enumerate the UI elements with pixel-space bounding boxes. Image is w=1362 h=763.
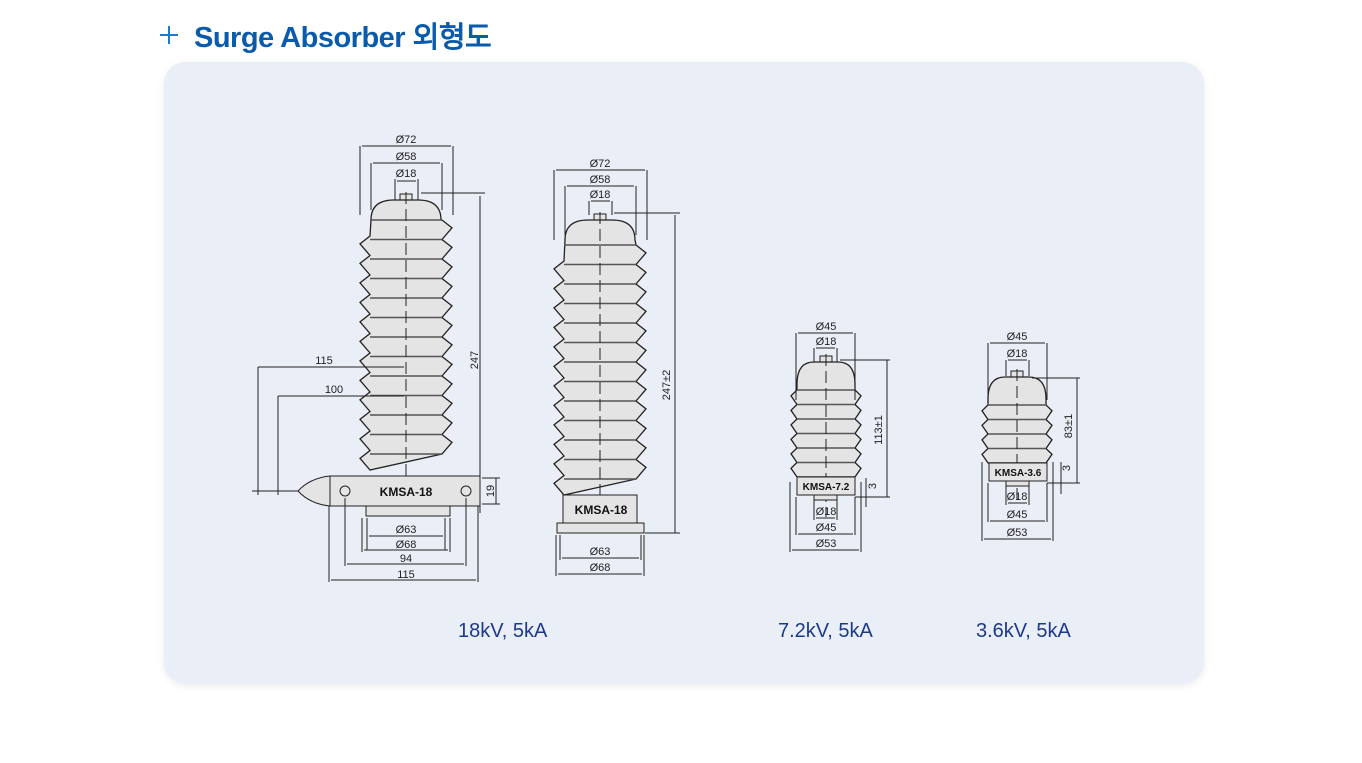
dim-bot-1: Ø18 xyxy=(816,506,837,518)
drawing-kmsa18-base: Ø72 Ø58 Ø18 247±2 KMSA-18 Ø63 Ø68 xyxy=(553,158,680,576)
dim-base-h: 3 xyxy=(867,483,879,489)
insulator-body xyxy=(359,192,453,510)
model-label: KMSA-7.2 xyxy=(803,482,850,493)
dim-bot-1: Ø63 xyxy=(396,524,417,536)
dim-base-h: 3 xyxy=(1061,465,1073,471)
page-title: Surge Absorber 외형도 xyxy=(194,22,492,54)
dim-height: 247±2 xyxy=(661,370,673,401)
dim-bot-4: 115 xyxy=(397,569,415,581)
dim-bot-2: Ø45 xyxy=(1007,509,1028,521)
dim-bot-1: Ø63 xyxy=(590,546,611,558)
dim-top-2: Ø58 xyxy=(396,151,417,163)
dim-top-1: Ø72 xyxy=(396,134,417,146)
dim-bot-2: Ø68 xyxy=(396,539,417,551)
dim-bot-2: Ø45 xyxy=(816,522,837,534)
dim-bot-2: Ø68 xyxy=(590,562,611,574)
model-label: KMSA-18 xyxy=(380,485,433,499)
section-header: Surge Absorber 외형도 xyxy=(160,14,492,56)
dim-bot-3: 94 xyxy=(400,553,412,565)
dim-height: 247 xyxy=(469,351,481,369)
dim-bot-3: Ø53 xyxy=(1007,527,1028,539)
dim-top-3: Ø18 xyxy=(396,168,417,180)
insulator-body xyxy=(790,354,862,517)
dim-bracket-h: 19 xyxy=(485,485,497,497)
dim-height: 83±1 xyxy=(1063,414,1075,438)
drawing-kmsa72: Ø45 Ø18 113±1 KMSA-7.2 3 Ø18 Ø45 Ø53 xyxy=(789,321,890,552)
caption-18kv: 18kV, 5kA xyxy=(458,620,548,642)
plus-icon xyxy=(160,26,178,44)
dim-top-2: Ø58 xyxy=(590,174,611,186)
caption-7-2kv: 7.2kV, 5kA xyxy=(778,620,873,642)
dim-top-3: Ø18 xyxy=(590,189,611,201)
dim-arm-1: 115 xyxy=(315,355,333,367)
model-label: KMSA-18 xyxy=(575,503,628,517)
dim-bot-1: Ø18 xyxy=(1007,491,1028,503)
dim-bot-3: Ø53 xyxy=(816,538,837,550)
dim-height: 113±1 xyxy=(873,415,885,445)
dim-arm-2: 100 xyxy=(325,384,343,396)
insulator-body xyxy=(981,369,1053,503)
dim-top-1: Ø72 xyxy=(590,158,611,170)
model-label: KMSA-3.6 xyxy=(995,468,1042,479)
dim-top-1: Ø45 xyxy=(816,321,837,333)
dim-top-2: Ø18 xyxy=(1007,348,1028,360)
dim-top-1: Ø45 xyxy=(1007,331,1028,343)
drawing-kmsa36: Ø45 Ø18 83±1 KMSA-3.6 3 Ø18 Ø45 Ø53 xyxy=(981,331,1080,541)
drawing-kmsa18-bracket: Ø72 Ø58 Ø18 247 115 100 KMSA-18 19 Ø63 Ø… xyxy=(252,134,500,582)
caption-3-6kv: 3.6kV, 5kA xyxy=(976,620,1071,642)
insulator-body xyxy=(553,212,647,535)
dim-top-2: Ø18 xyxy=(816,336,837,348)
